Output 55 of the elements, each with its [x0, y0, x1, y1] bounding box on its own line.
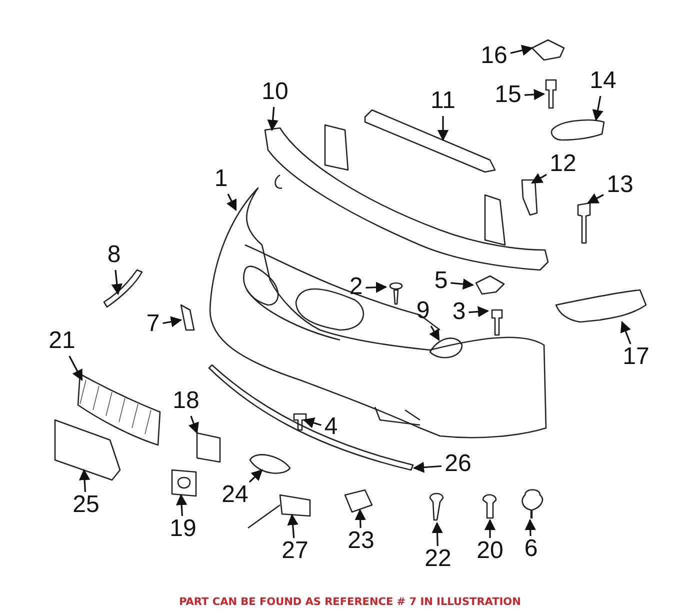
callout-number: 4: [323, 415, 339, 441]
leader-line: [226, 194, 237, 211]
leader-line: [524, 88, 546, 100]
leader-line: [437, 116, 449, 142]
callout-number: 22: [424, 547, 452, 573]
callout-number: 17: [622, 345, 650, 371]
leader-line: [524, 518, 536, 536]
callout-number: 27: [280, 539, 310, 565]
callout-number: 8: [106, 243, 122, 269]
callout-number: 14: [588, 69, 618, 95]
callout-number: 10: [260, 80, 290, 106]
callout-number: 20: [476, 539, 504, 565]
leader-line: [248, 469, 263, 483]
leader-line: [287, 514, 298, 538]
leader-line: [366, 282, 388, 293]
leader-line: [620, 320, 632, 344]
callout-number: 2: [348, 275, 364, 301]
callout-number: 24: [220, 483, 250, 509]
leader-line: [484, 518, 496, 538]
callout-number: 3: [451, 300, 467, 326]
leader-line: [176, 494, 188, 516]
callout-number: 25: [72, 493, 100, 519]
leader-line: [587, 193, 604, 204]
leader-line: [162, 316, 182, 328]
callout-number: 6: [523, 537, 539, 563]
callout-number: 11: [428, 89, 458, 115]
leader-line: [592, 96, 604, 122]
callout-number: 21: [48, 329, 76, 355]
leader-line: [302, 418, 322, 428]
leader-line: [450, 278, 474, 290]
callout-number: 19: [168, 517, 198, 543]
callout-number: 13: [606, 173, 634, 199]
caption-note: PART CAN BE FOUND AS REFERENCE # 7 IN ILLUSTRATION: [179, 596, 521, 608]
callout-number: 7: [145, 312, 161, 338]
leader-line: [432, 522, 443, 546]
leader-line: [531, 173, 547, 184]
callout-number: 15: [494, 83, 522, 109]
callout-number: 23: [346, 529, 376, 555]
callout-number: 1: [213, 167, 229, 193]
leader-line: [68, 356, 83, 381]
leader-line: [429, 326, 440, 341]
leader-line: [111, 270, 123, 296]
leader-line: [354, 508, 366, 528]
callout-number: 18: [172, 389, 200, 415]
callout-number: 16: [480, 44, 508, 70]
leader-line: [267, 106, 278, 132]
callout-number: 9: [415, 299, 431, 325]
callout-number: 12: [548, 152, 578, 178]
leader-line: [412, 462, 442, 473]
callout-number: 26: [444, 452, 472, 478]
leader-line: [78, 468, 90, 492]
callout-number: 5: [433, 269, 449, 295]
leader-line: [468, 306, 490, 318]
leader-line: [188, 416, 199, 434]
leader-line: [510, 44, 534, 56]
